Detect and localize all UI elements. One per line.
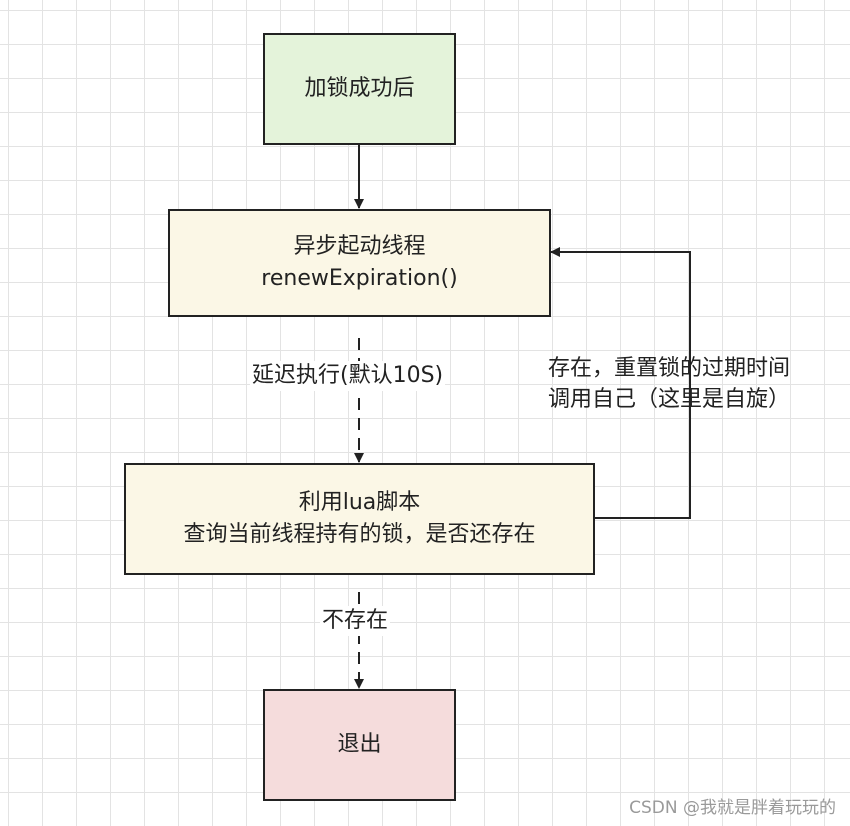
- watermark: CSDN @我就是胖着玩玩的: [629, 798, 836, 818]
- node-lua-check-line1: 利用lua脚本: [298, 490, 421, 515]
- node-exit-label: 退出: [337, 732, 382, 757]
- node-lock-acquired: 加锁成功后: [263, 33, 456, 145]
- node-lua-check: 利用lua脚本 查询当前线程持有的锁，是否还存在: [124, 463, 595, 575]
- edge-label-delay: 延迟执行(默认10S): [250, 361, 446, 391]
- node-lua-check-line2: 查询当前线程持有的锁，是否还存在: [183, 522, 536, 547]
- edge-label-loop: 存在，重置锁的过期时间 调用自己（这里是自旋）: [548, 353, 790, 415]
- arrow-lua-loop-back: [550, 247, 691, 519]
- node-start-renew-thread-line1: 异步起动线程: [293, 234, 426, 259]
- node-start-renew-thread-line2: renewExpiration(): [261, 266, 458, 291]
- node-start-renew-thread: 异步起动线程 renewExpiration(): [168, 209, 551, 317]
- node-lock-acquired-label: 加锁成功后: [304, 76, 415, 101]
- edge-label-loop-line1: 存在，重置锁的过期时间: [548, 356, 791, 381]
- edge-label-loop-line2: 调用自己（这里是自旋）: [548, 387, 791, 412]
- edge-label-not-exist: 不存在: [320, 606, 391, 636]
- node-exit: 退出: [263, 689, 456, 801]
